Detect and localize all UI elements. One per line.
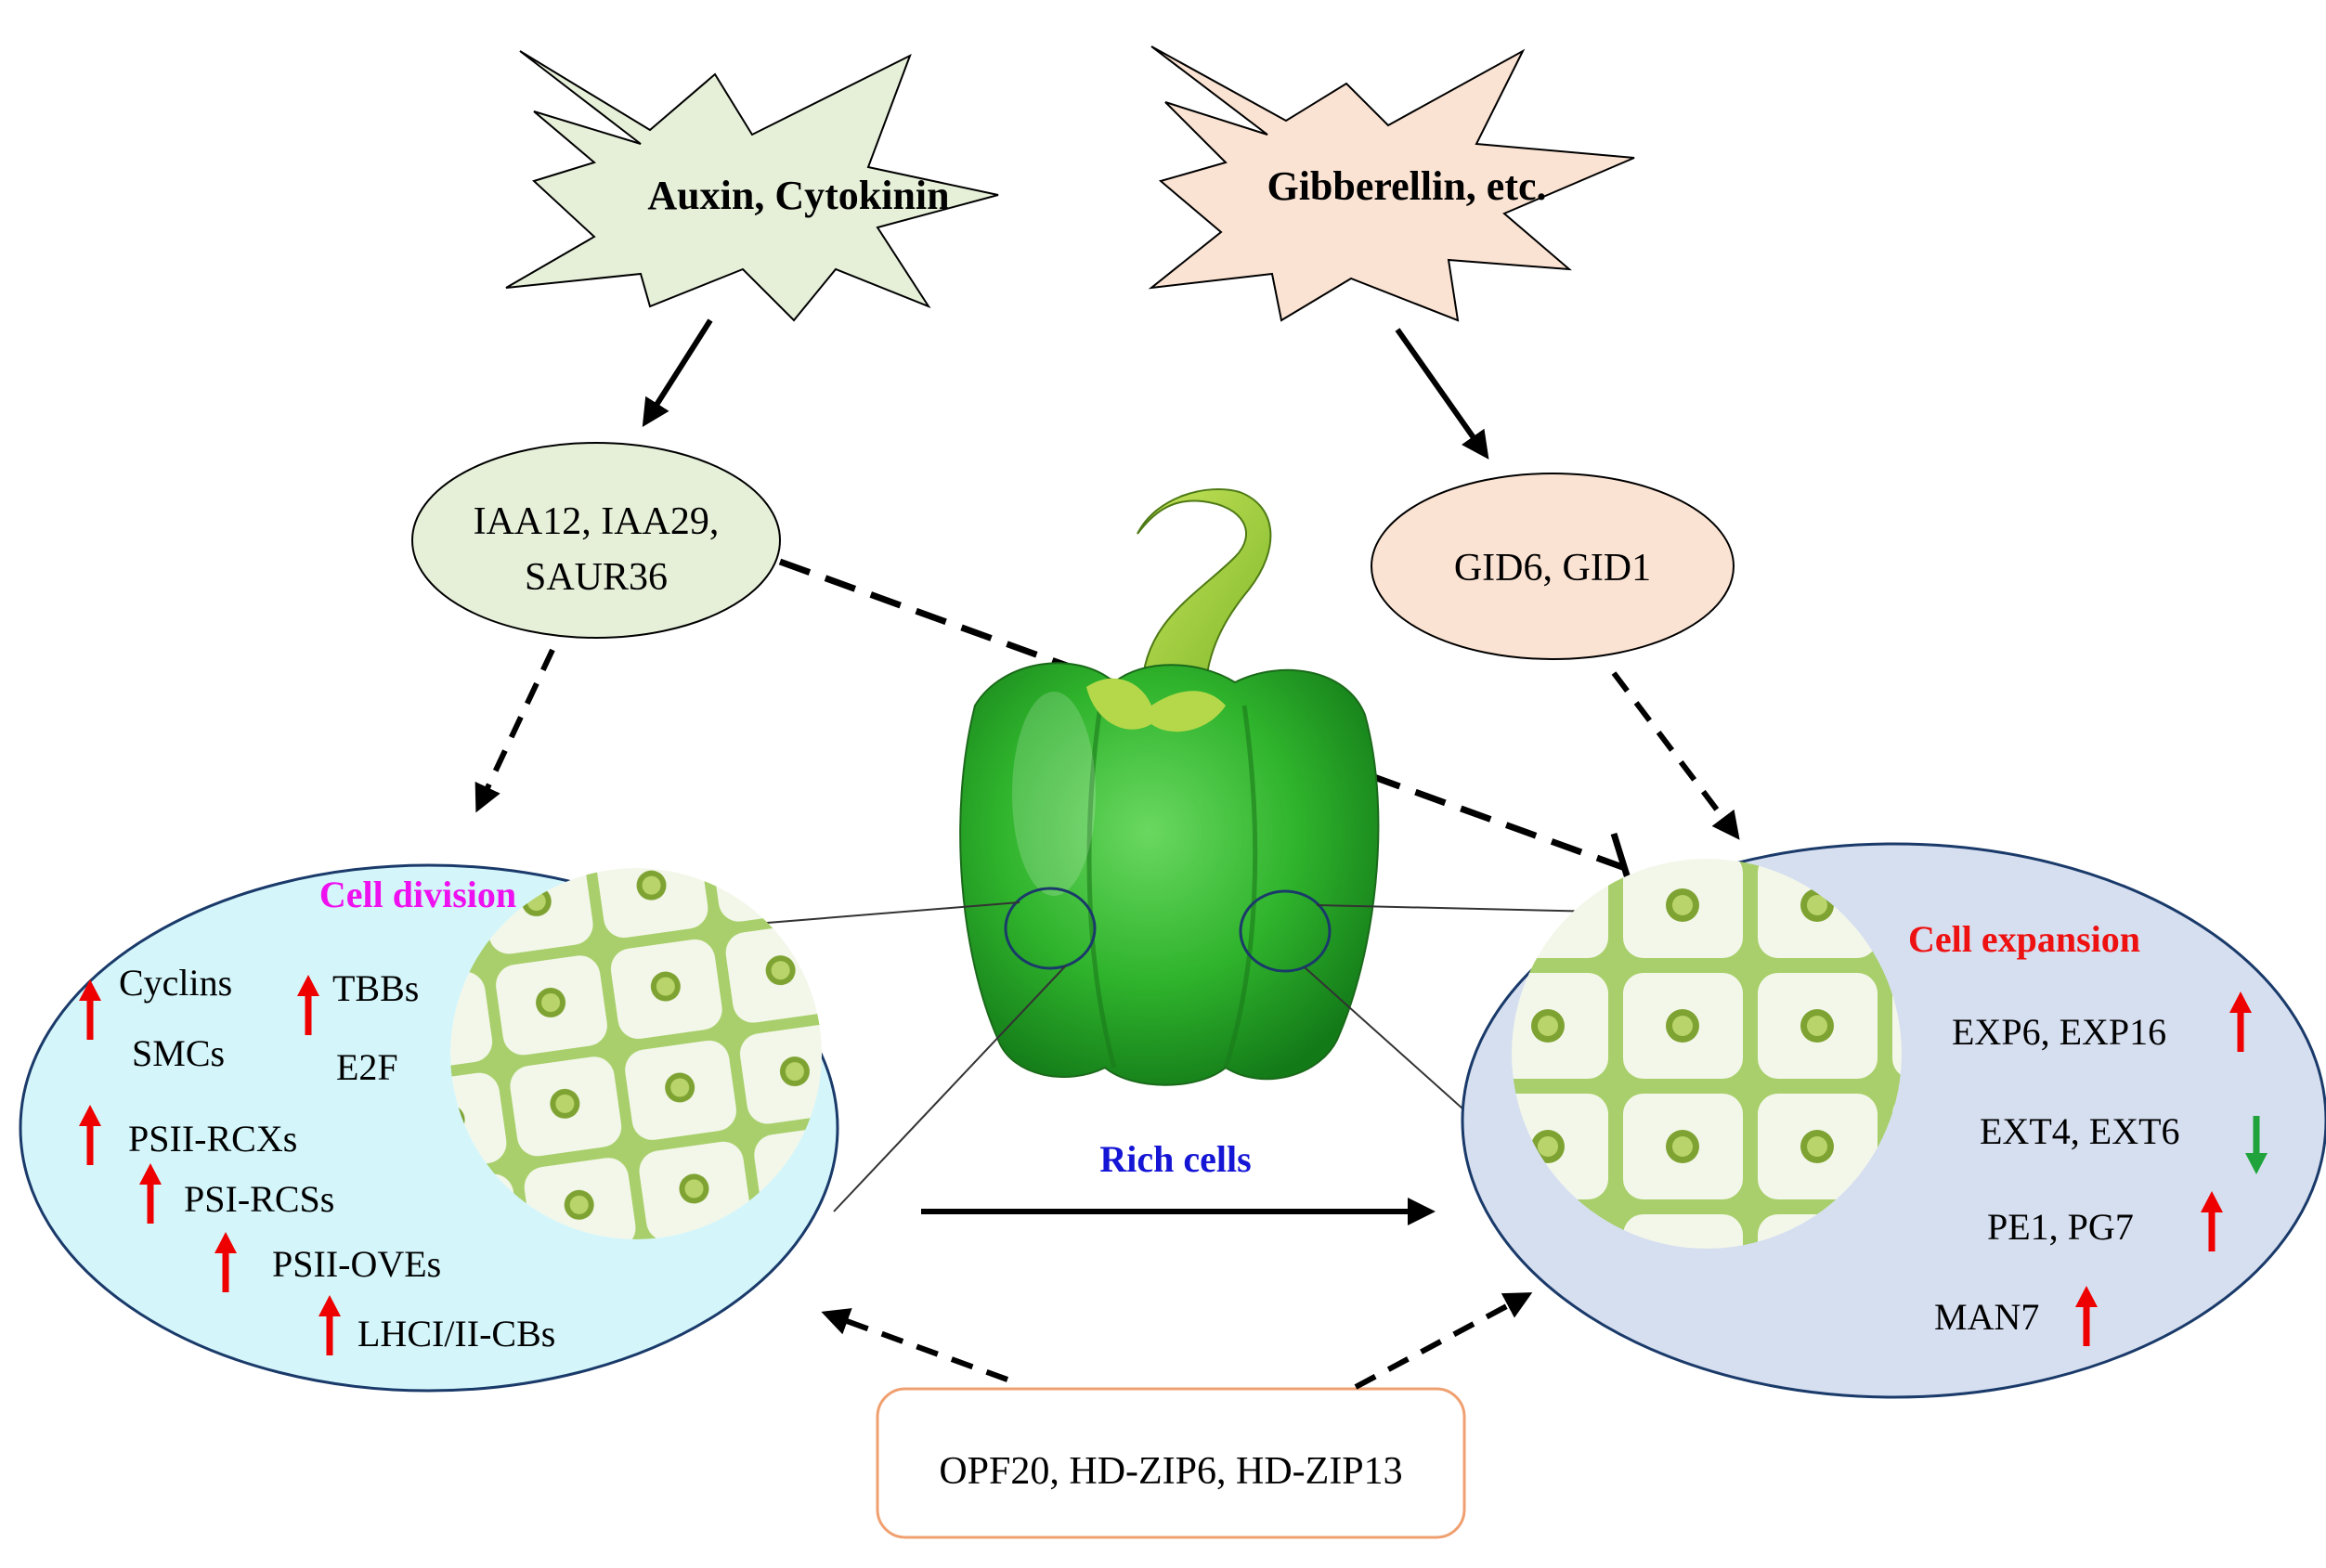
division-item-tbbs: TBBs [332, 967, 419, 1009]
auxin-arrow [642, 318, 713, 428]
cell-expansion-title: Cell expansion [1908, 918, 2140, 960]
up-arrow-icon [2229, 991, 2252, 1052]
division-item-smcs: SMCs [132, 1032, 225, 1074]
up-arrow-icon [79, 979, 101, 1040]
iaa-label-line1: IAA12, IAA29, [474, 500, 720, 543]
iaa-label-line2: SAUR36 [525, 556, 668, 599]
cell-division-cells-image [450, 868, 822, 1239]
division-item-psii-oves: PSII-OVEs [272, 1243, 441, 1285]
gibberellin-label: Gibberellin, etc. [1267, 163, 1546, 209]
opf-label: OPF20, HD-ZIP6, HD-ZIP13 [939, 1450, 1402, 1493]
up-arrow-icon [214, 1232, 237, 1292]
up-arrow-icon [318, 1295, 341, 1355]
left-zoom-ring [1004, 887, 1097, 970]
left-zoom-line-bottom [833, 965, 1067, 1212]
division-item-psi-rcss: PSI-RCSs [184, 1178, 334, 1220]
expansion-item-pe: PE1, PG7 [1987, 1206, 2134, 1248]
iaa-ellipse [411, 442, 781, 639]
pepper-image [959, 488, 1380, 1086]
gibberellin-starburst [1148, 45, 1635, 322]
up-arrow-icon [139, 1163, 162, 1224]
division-item-lhc: LHCI/II-CBs [357, 1313, 555, 1354]
rich-cells-label: Rich cells [1099, 1138, 1251, 1180]
opf-box [876, 1387, 1466, 1539]
expansion-item-man: MAN7 [1934, 1296, 2039, 1338]
auxin-label: Auxin, Cytokinin [647, 173, 949, 218]
gid-ellipse [1371, 473, 1735, 660]
opf-to-expansion-arrow [1354, 1292, 1533, 1390]
division-item-cyclins: Cyclins [119, 962, 232, 1004]
auxin-starburst [505, 50, 999, 322]
division-item-e2f: E2F [336, 1046, 398, 1088]
expansion-item-ext: EXT4, EXT6 [1980, 1110, 2180, 1152]
up-arrow-icon [79, 1105, 101, 1165]
iaa-to-division-arrow [474, 648, 555, 813]
gibberellin-arrow [1395, 328, 1489, 460]
expansion-item-exp: EXP6, EXP16 [1952, 1011, 2166, 1053]
right-zoom-ring [1239, 889, 1332, 973]
division-item-psii-rcxs: PSII-RCXs [128, 1118, 297, 1160]
opf-to-division-arrow [821, 1308, 1009, 1382]
up-arrow-icon [2075, 1286, 2098, 1346]
down-arrow-icon [2245, 1116, 2268, 1174]
gid-to-expansion-arrow [1611, 671, 1740, 840]
up-arrow-icon [2201, 1191, 2223, 1251]
gid-label: GID6, GID1 [1454, 547, 1651, 590]
up-arrow-icon [297, 975, 319, 1035]
cell-expansion-cells-image [1512, 859, 1902, 1249]
cell-division-title: Cell division [319, 874, 516, 915]
